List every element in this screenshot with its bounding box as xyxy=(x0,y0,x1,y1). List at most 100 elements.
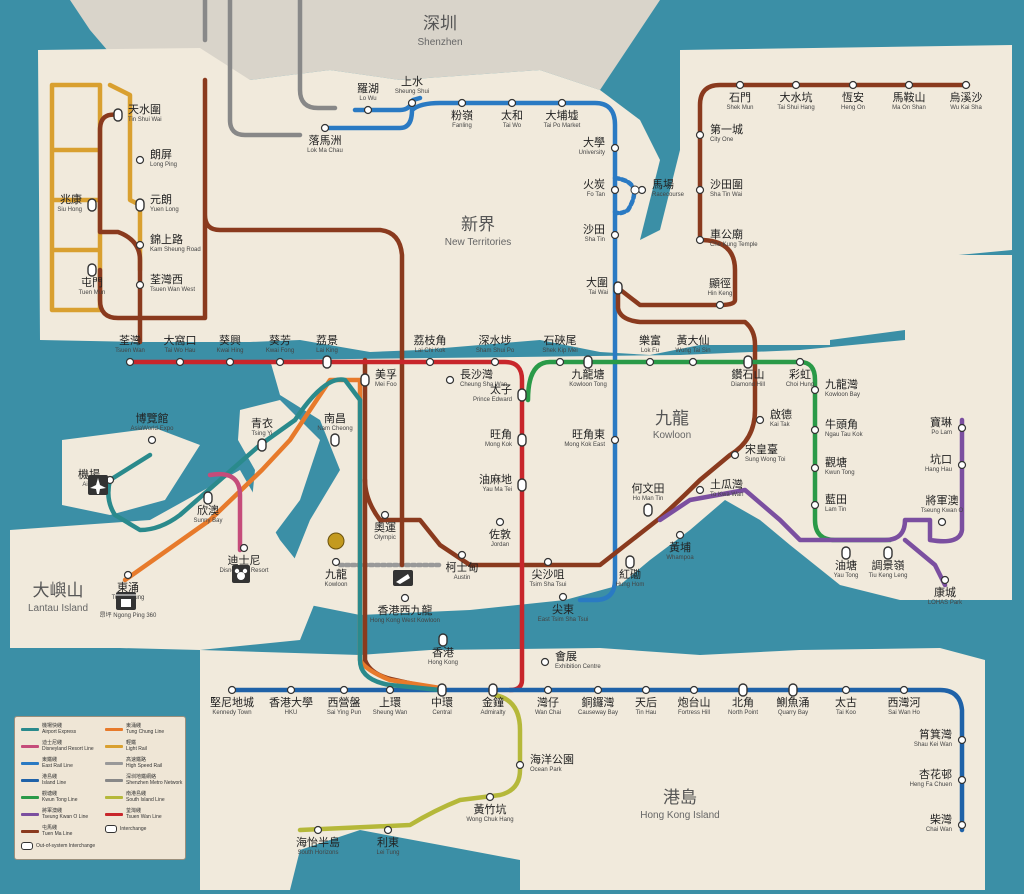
region-shenzhen-zh: 深圳 xyxy=(423,14,457,34)
region-nt-en: New Territories xyxy=(445,237,512,248)
station-marker-diamond-hill xyxy=(743,355,753,369)
station-marker-tsuen-wan xyxy=(125,357,135,367)
station-name-zh-ngau-tau-kok: 牛頭角 xyxy=(825,417,858,431)
station-name-zh-tin-hau: 天后 xyxy=(635,696,657,709)
station-name-zh-sunny-bay: 欣澳 xyxy=(197,503,219,517)
station-marker-kam-sheung-road xyxy=(135,240,145,250)
station-name-zh-tsuen-wan-west: 荃灣西 xyxy=(150,272,183,286)
station-name-zh-wan-chai: 灣仔 xyxy=(537,696,559,709)
station-name-en-university: University xyxy=(579,150,605,156)
station-name-zh-quarry-bay: 鰂魚涌 xyxy=(777,695,810,709)
station-name-zh-sham-shui-po: 深水埗 xyxy=(479,333,512,347)
tuen-ma-line-kowloon xyxy=(362,285,758,568)
station-marker-long-ping xyxy=(135,155,145,165)
station-marker-heng-fa-chuen xyxy=(957,775,967,785)
legend-swatch-tung-chung-line xyxy=(105,727,123,731)
station-marker-kowloon-bay xyxy=(810,385,820,395)
station-name-zh-che-kung-temple: 車公廟 xyxy=(710,227,743,241)
station-name-en-tai-wai: Tai Wai xyxy=(589,290,608,296)
island-line xyxy=(229,687,965,833)
station-name-zh-tai-wo: 太和 xyxy=(501,109,523,122)
station-name-en-yuen-long: Yuen Long xyxy=(150,207,179,213)
station-name-en-yau-ma-tei: Yau Ma Tei xyxy=(483,487,512,493)
ngong-ping-label: 昂坪 Ngong Ping 360 xyxy=(100,611,157,619)
station-name-zh-shek-kip-mei: 石硤尾 xyxy=(544,334,577,347)
station-name-zh-sheung-wan: 上環 xyxy=(379,696,401,709)
station-name-en-sha-tin: Sha Tin xyxy=(585,237,605,243)
legend-swatch-east-rail-line xyxy=(21,761,39,765)
region-hk-island-zh: 港島 xyxy=(663,788,697,808)
station-name-zh-wong-tai-sin: 黃大仙 xyxy=(677,333,710,347)
station-name-en-tsuen-wan-west: Tsuen Wan West xyxy=(150,287,195,293)
station-name-en-ho-man-tin: Ho Man Tin xyxy=(633,496,664,502)
station-name-en-che-kung-temple: Che Kung Temple xyxy=(710,242,758,248)
station-name-zh-to-kwa-wan: 土瓜灣 xyxy=(710,478,743,491)
station-name-en-jordan: Jordan xyxy=(491,542,509,548)
station-name-en-wong-chuk-hang: Wong Chuk Hang xyxy=(466,817,513,823)
station-marker-mei-foo xyxy=(360,373,370,387)
legend-swatch-airport-express xyxy=(21,727,39,731)
station-marker-mong-kok xyxy=(517,433,527,447)
station-name-en-mong-kok: Mong Kok xyxy=(485,442,513,448)
station-name-zh-fo-tan: 火炭 xyxy=(583,178,605,191)
station-name-zh-tsim-sha-tsui: 尖沙咀 xyxy=(532,568,565,581)
station-name-en-kwun-tong: Kwun Tong xyxy=(825,470,855,476)
station-markers xyxy=(87,80,971,835)
station-marker-sung-wong-toi xyxy=(730,450,740,460)
station-name-en-heng-on: Heng On xyxy=(841,105,865,111)
station-marker-wan-chai xyxy=(543,685,553,695)
station-marker-hku xyxy=(286,685,296,695)
station-name-zh-heng-fa-chuen: 杏花邨 xyxy=(919,768,952,781)
station-marker-fo-tan xyxy=(610,185,620,195)
station-name-zh-north-point: 北角 xyxy=(732,696,754,709)
station-marker-tai-wai xyxy=(613,281,623,295)
station-name-en-kai-tak: Kai Tak xyxy=(770,422,791,428)
station-name-zh-sheung-shui: 上水 xyxy=(401,75,423,88)
station-name-en-ocean-park: Ocean Park xyxy=(530,767,563,773)
station-name-zh-sha-tin: 沙田 xyxy=(583,223,605,236)
legend-swatch-south-island-line xyxy=(105,795,123,799)
station-name-en-lok-ma-chau: Lok Ma Chau xyxy=(307,148,343,154)
station-marker-siu-hong xyxy=(87,198,97,212)
station-marker-yau-ma-tei xyxy=(517,478,527,492)
station-name-zh-kam-sheung-road: 錦上路 xyxy=(150,232,183,246)
station-name-en-lei-tung: Lei Tung xyxy=(376,850,399,856)
station-name-zh-east-tsim-sha-tsui: 尖東 xyxy=(552,603,574,616)
south-island-line xyxy=(297,692,523,833)
station-name-en-long-ping: Long Ping xyxy=(150,162,177,168)
station-name-en-exhibition-centre: Exhibition Centre xyxy=(555,664,601,670)
station-marker-hong-kong xyxy=(438,633,448,647)
station-name-en-yau-tong: Yau Tong xyxy=(834,573,859,579)
station-name-zh-tin-shui-wai: 天水圍 xyxy=(128,103,161,116)
region-kowloon-zh: 九龍 xyxy=(655,409,689,429)
disneyland-resort-line xyxy=(207,471,243,553)
station-marker-kowloon xyxy=(331,557,341,567)
station-name-en-wong-tai-sin: Wong Tai Sin xyxy=(675,348,710,354)
racecourse-spur xyxy=(612,175,637,216)
station-marker-lei-tung xyxy=(383,825,393,835)
station-name-en-hang-hau: Hang Hau xyxy=(925,467,952,473)
hk-island-land xyxy=(200,648,985,890)
station-marker-whampoa xyxy=(675,530,685,540)
station-marker-kai-tak xyxy=(755,415,765,425)
legend-swatch-kwun-tong-line xyxy=(21,795,39,799)
station-name-en-sung-wong-toi: Sung Wong Toi xyxy=(745,457,785,463)
station-name-en-whampoa: Whampoa xyxy=(666,555,694,561)
station-name-en-hong-kong: Hong Kong xyxy=(428,660,458,666)
station-name-zh-yau-tong: 油塘 xyxy=(835,558,857,572)
station-name-zh-kennedy-town: 堅尼地城 xyxy=(210,696,254,709)
station-name-en-to-kwa-wan: To Kwa Wan xyxy=(710,492,743,498)
station-name-en-choi-hung: Choi Hung xyxy=(786,382,814,388)
station-marker-lai-king xyxy=(322,355,332,369)
station-marker-sai-ying-pun xyxy=(339,685,349,695)
station-name-en-tai-wo-hau: Tai Wo Hau xyxy=(165,348,196,354)
station-name-en-racecourse: Racecourse xyxy=(652,192,685,198)
